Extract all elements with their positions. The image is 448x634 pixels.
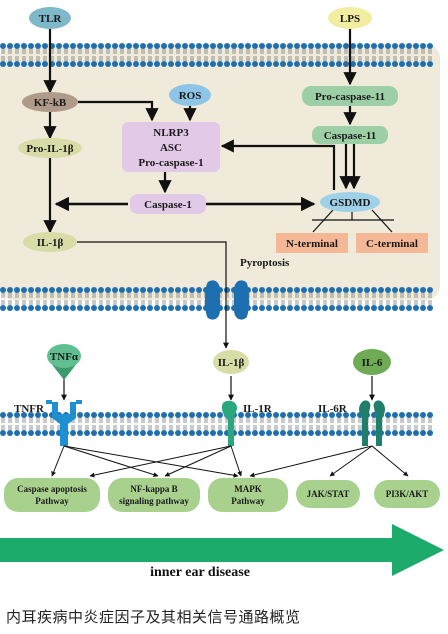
nf-kappa-b-line2: signaling pathway bbox=[119, 496, 189, 506]
mapk-line2: Pathway bbox=[231, 496, 265, 506]
caspase-1-label: Caspase-1 bbox=[144, 199, 192, 211]
arrow-tnfr-apoptosis bbox=[51, 445, 65, 477]
n-terminal-node bbox=[276, 233, 348, 253]
jak-stat-pathway-node bbox=[296, 480, 360, 508]
tlr-label: TLR bbox=[39, 13, 63, 25]
tnfr-label: TNFR bbox=[14, 403, 45, 415]
ros-label: ROS bbox=[179, 90, 202, 102]
caspase-apoptosis-line2: Pathway bbox=[35, 496, 69, 506]
arrow-il6r-jakstat bbox=[329, 445, 373, 477]
pro-caspase-11-label: Pro-caspase-11 bbox=[315, 91, 385, 103]
arrow-il1r-apoptosis bbox=[89, 445, 232, 478]
pathway-diagram: TLR LPS KF-kB ROS Pro-caspase-11 Pro-IL-… bbox=[0, 7, 444, 580]
c-terminal-node bbox=[356, 233, 428, 253]
nlrp3-label: NLRP3 bbox=[153, 127, 189, 139]
gsdmd-node bbox=[320, 192, 380, 212]
arrow-tnfr-nfkb bbox=[63, 445, 159, 478]
il-6r-receptor bbox=[359, 400, 385, 446]
arrow-gsdmd-nterminal bbox=[312, 209, 334, 233]
caspase-apoptosis-pathway-node bbox=[4, 478, 100, 512]
cell-membrane-lower bbox=[0, 412, 433, 436]
tlr-node bbox=[29, 7, 71, 29]
jak-stat-label: JAK/STAT bbox=[307, 489, 350, 499]
il-6-label: IL-6 bbox=[362, 357, 383, 369]
caspase-11-label: Caspase-11 bbox=[324, 130, 377, 142]
lps-label: LPS bbox=[340, 13, 360, 25]
pro-il-1b-node bbox=[18, 138, 82, 158]
tnfa-node bbox=[47, 344, 81, 368]
pro-caspase-1-label: Pro-caspase-1 bbox=[138, 157, 203, 169]
tnfr-receptor bbox=[46, 400, 82, 446]
mapk-line1: MAPK bbox=[234, 484, 262, 494]
cell-membrane-top bbox=[0, 43, 433, 67]
mapk-pathway-node bbox=[208, 478, 288, 512]
pyroptosis-label: Pyroptosis bbox=[240, 257, 290, 269]
il-1r-receptor bbox=[221, 400, 238, 446]
c-terminal-label: C-terminal bbox=[366, 238, 418, 250]
caspase-11-node bbox=[312, 126, 388, 144]
arrow-il6r-mapk bbox=[249, 445, 373, 478]
il-1b-out-label: IL-1β bbox=[218, 357, 245, 369]
caspase-1-node bbox=[130, 194, 206, 214]
arrow-tnfr-mapk bbox=[63, 445, 239, 478]
arrow-il1b-pore bbox=[76, 241, 227, 300]
ros-node bbox=[169, 84, 211, 106]
nf-kappa-b-line1: NF-kappa B bbox=[130, 484, 177, 494]
pro-il-1b-label: Pro-IL-1β bbox=[26, 143, 73, 155]
kfkb-node bbox=[22, 92, 78, 112]
il-1r-label: IL-1R bbox=[243, 403, 273, 415]
figure-caption: 内耳疾病中炎症因子及其相关信号通路概览 bbox=[6, 608, 301, 626]
lps-node bbox=[328, 7, 372, 29]
gsdmd-label: GSDMD bbox=[330, 197, 371, 209]
arrow-kfkb-nlrp3 bbox=[78, 100, 159, 122]
arrow-il6r-pi3k bbox=[371, 445, 409, 477]
il-1b-node bbox=[23, 232, 77, 252]
arrow-gsdmd-cterminal bbox=[371, 209, 393, 233]
cell-cytoplasm bbox=[0, 44, 440, 300]
arrow-il1r-mapk bbox=[230, 445, 242, 477]
caspase-apoptosis-line1: Caspase apoptosis bbox=[17, 484, 87, 494]
pi3k-akt-label: PI3K/AKT bbox=[386, 489, 429, 499]
pro-caspase-11-node bbox=[302, 86, 398, 106]
il-6r-label: IL-6R bbox=[318, 403, 348, 415]
tnfa-label: TNFα bbox=[50, 351, 79, 363]
inflammasome-complex bbox=[122, 122, 220, 172]
arrow-il1r-nfkb bbox=[164, 445, 232, 477]
gsdmd-pore bbox=[205, 280, 249, 320]
asc-label: ASC bbox=[160, 142, 182, 154]
il-6-node bbox=[353, 349, 391, 375]
il-1b-label: IL-1β bbox=[37, 237, 64, 249]
il-1b-out-node bbox=[213, 350, 249, 374]
arrow-gsdmd-nlrp3 bbox=[220, 139, 336, 190]
inner-ear-disease-label: inner ear disease bbox=[150, 565, 250, 580]
pi3k-akt-pathway-node bbox=[374, 480, 440, 508]
kfkb-label: KF-kB bbox=[34, 97, 67, 109]
n-terminal-label: N-terminal bbox=[286, 238, 338, 250]
nf-kappa-b-pathway-node bbox=[108, 478, 200, 512]
inner-ear-disease-arrow bbox=[0, 524, 444, 576]
